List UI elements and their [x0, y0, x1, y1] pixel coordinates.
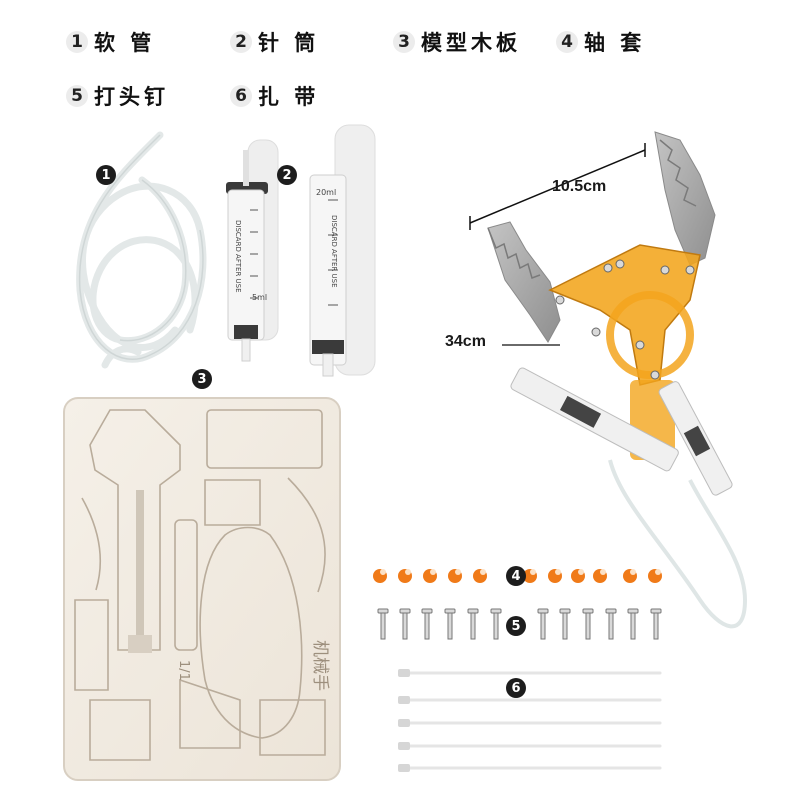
legend-number: 5 — [66, 85, 88, 107]
legend-item-rivet: 5 打头钉 — [66, 81, 169, 111]
rivet-icon — [377, 608, 662, 640]
syringe-unit-label: 20ml — [316, 188, 336, 197]
legend-number: 1 — [66, 31, 88, 53]
board-brand-engraving: 机械手 — [310, 640, 330, 691]
cable-tie-icon — [406, 671, 662, 770]
part-marker-hose: 1 — [96, 165, 116, 185]
legend-label: 扎 带 — [258, 85, 320, 109]
legend-number: 3 — [393, 31, 415, 53]
part-marker-bushing: 4 — [506, 566, 526, 586]
part-marker-wood-board: 3 — [192, 369, 212, 389]
syringe-label: DISCARD AFTER USE — [330, 215, 338, 288]
legend-item-bushing: 4 轴 套 — [556, 27, 645, 57]
legend-number: 2 — [230, 31, 252, 53]
legend-item-syringe: 2 针 筒 — [230, 27, 319, 57]
legend-label: 轴 套 — [584, 31, 646, 55]
board-scale-engraving: 1/1 — [176, 660, 191, 681]
bushing-icon — [373, 569, 662, 583]
part-marker-syringe: 2 — [277, 165, 297, 185]
claw-icon — [469, 131, 748, 629]
syringe-unit-label: 5ml — [252, 293, 267, 302]
legend-label: 打头钉 — [94, 85, 169, 109]
legend-label: 针 筒 — [258, 31, 320, 55]
syringe-label: DISCARD AFTER USE — [234, 220, 242, 293]
total-length-label: 34cm — [445, 333, 486, 350]
claw-width-label: 10.5cm — [552, 178, 607, 195]
legend-number: 4 — [556, 31, 578, 53]
wood-board-icon: 机械手 1/1 — [63, 397, 341, 781]
legend-label: 模型木板 — [421, 31, 521, 55]
legend-item-wood-board: 3 模型木板 — [393, 27, 521, 57]
syringe-icon: DISCARD AFTER USE 5ml DISCARD AFTER USE … — [226, 124, 376, 377]
legend-label: 软 管 — [94, 31, 156, 55]
legend-item-cable-tie: 6 扎 带 — [230, 81, 319, 111]
part-marker-rivet: 5 — [506, 616, 526, 636]
legend-item-hose: 1 软 管 — [66, 27, 155, 57]
part-marker-cable-tie: 6 — [506, 678, 526, 698]
legend-number: 6 — [230, 85, 252, 107]
